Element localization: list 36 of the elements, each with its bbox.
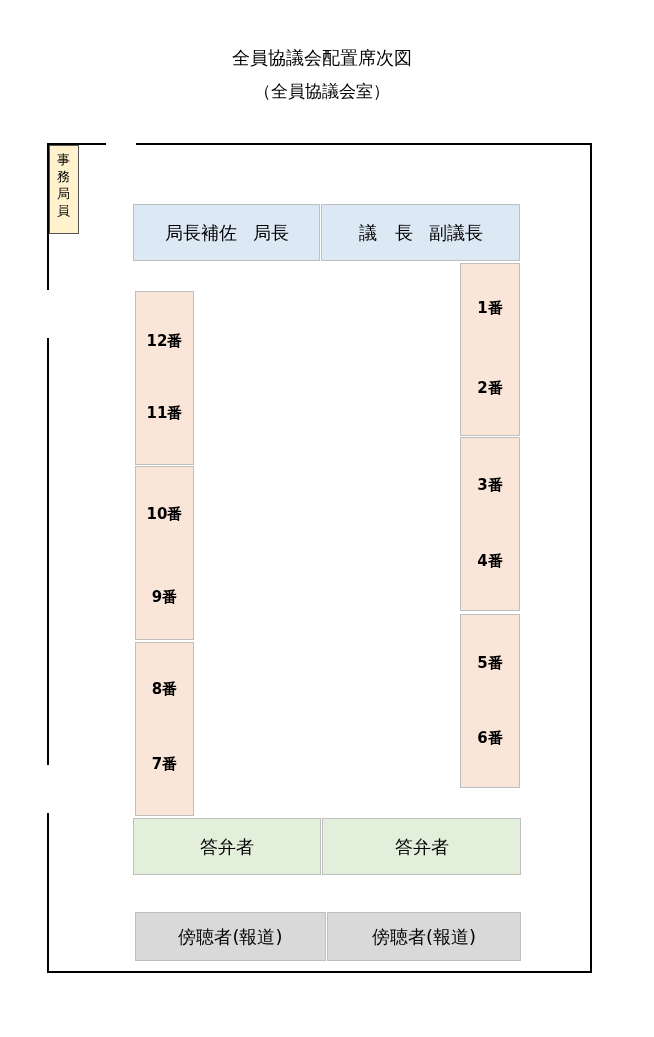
respondent-table	[322, 818, 521, 875]
role-label: 副議長	[428, 220, 483, 245]
seat-number: 12番	[145, 332, 184, 351]
press-gallery-table	[327, 912, 521, 961]
member-desk	[135, 642, 194, 816]
role-label: 事務局員	[57, 152, 70, 220]
member-desk	[460, 437, 520, 611]
seat-number: 2番	[476, 379, 504, 398]
press-gallery-table	[135, 912, 326, 961]
role-label: 答弁者	[200, 834, 254, 859]
role-label: 局長補佐	[164, 220, 237, 245]
role-label: 議 長	[358, 220, 413, 245]
member-desk	[135, 466, 194, 640]
seat-number: 7番	[150, 755, 179, 774]
title: 全員協議会配置席次図	[231, 46, 413, 70]
seat-number: 1番	[476, 299, 504, 318]
clerk-desk	[49, 145, 79, 234]
seat-number: 9番	[150, 588, 179, 607]
seat-number: 6番	[476, 729, 504, 748]
seat-number: 5番	[476, 654, 504, 673]
member-desk	[460, 263, 520, 436]
head-table	[321, 204, 520, 261]
head-table	[133, 204, 320, 261]
seat-number: 3番	[476, 476, 504, 495]
room-name: （全員協議会室）	[253, 80, 391, 103]
member-desk	[460, 614, 520, 788]
role-label: 傍聴者(報道)	[178, 924, 283, 949]
role-label: 傍聴者(報道)	[371, 924, 476, 949]
respondent-table	[133, 818, 321, 875]
seat-number: 8番	[150, 680, 179, 699]
seat-number: 11番	[145, 404, 184, 423]
seat-number: 4番	[476, 552, 504, 571]
seat-number: 10番	[145, 505, 184, 524]
role-label: 局長	[252, 220, 289, 245]
member-desk	[135, 291, 194, 465]
role-label: 答弁者	[394, 834, 449, 859]
